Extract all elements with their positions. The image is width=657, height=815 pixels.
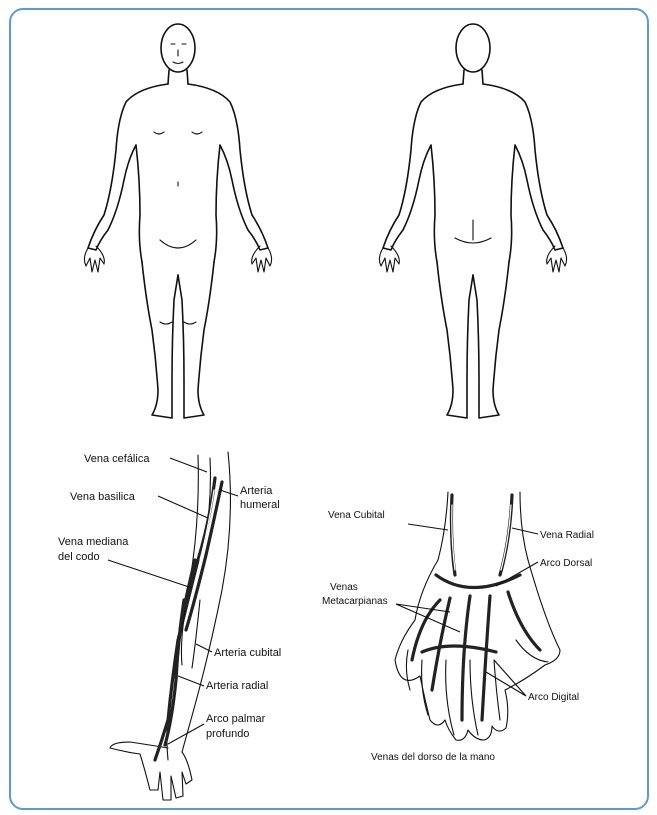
label-venas-metacarpianas-1: Venas [330,582,358,593]
label-arco-digital: Arco Digital [528,692,579,703]
label-arteria-cubital: Arteria cubital [214,647,281,659]
label-arco-palmar-2: profundo [206,728,249,740]
label-venas-metacarpianas-2: Metacarpianas [322,596,388,607]
label-vena-cefalica: Vena cefálica [84,453,150,465]
hand-vein-illustration [395,492,560,740]
back-body-figure [379,24,566,418]
label-arco-dorsal: Arco Dorsal [540,558,592,569]
front-body-figure [84,24,271,418]
arm-vein-illustration [110,452,230,800]
label-vena-basilica: Vena basilica [70,491,136,503]
label-vena-mediana-2: del codo [58,551,100,563]
hand-labels: Vena Cubital Vena Radial Arco Dorsal Ven… [322,510,594,763]
label-arco-palmar-1: Arco palmar [206,713,266,725]
caption-venas-dorso-mano: Venas del dorso de la mano [371,752,495,763]
label-vena-mediana-1: Vena mediana [58,536,129,548]
label-vena-radial: Vena Radial [540,530,594,541]
label-vena-cubital: Vena Cubital [328,510,385,521]
label-arteria-humeral-1: Arteria [240,485,273,497]
label-arteria-humeral-2: humeral [240,499,280,511]
label-arteria-radial: Arteria radial [206,680,268,692]
